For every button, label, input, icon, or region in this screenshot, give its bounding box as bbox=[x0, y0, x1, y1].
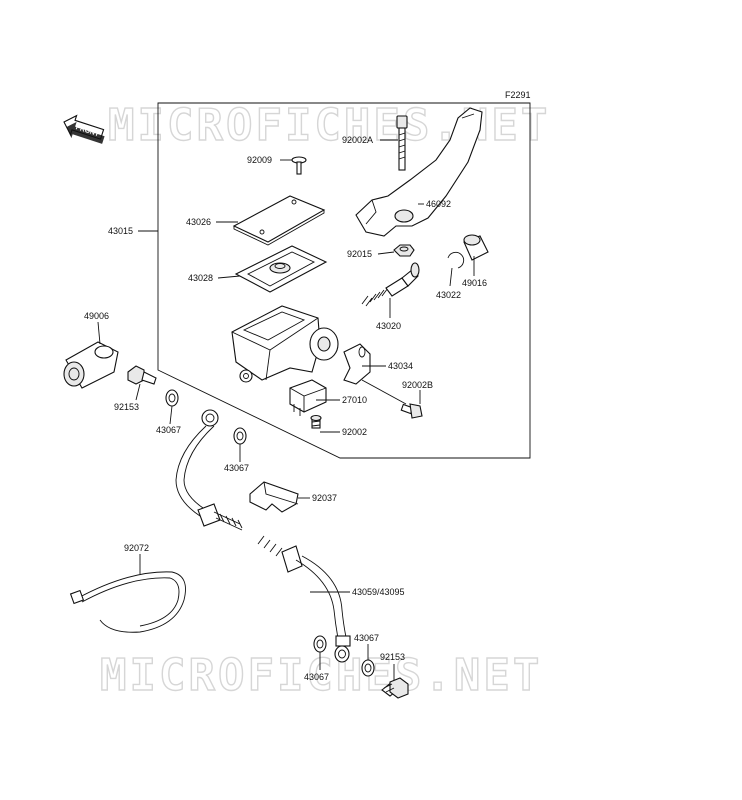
label-49006: 49006 bbox=[84, 311, 109, 321]
brake-hose-lower bbox=[257, 535, 351, 663]
boot-49016 bbox=[463, 234, 489, 261]
front-arrow-icon: FRONT bbox=[63, 114, 105, 144]
label-43020: 43020 bbox=[376, 321, 401, 331]
bolt-92002A bbox=[396, 115, 408, 171]
label-43015: 43015 bbox=[108, 226, 133, 236]
diaphragm-43028 bbox=[234, 245, 328, 293]
clamp-43034 bbox=[343, 343, 371, 385]
label-27010: 27010 bbox=[342, 395, 367, 405]
label-49016: 49016 bbox=[462, 278, 487, 288]
label-43022: 43022 bbox=[436, 290, 461, 300]
label-43034: 43034 bbox=[388, 361, 413, 371]
cable-tie-92072 bbox=[69, 571, 186, 633]
nut-92015 bbox=[393, 244, 415, 257]
washer-43067-a bbox=[165, 389, 179, 407]
label-92002A: 92002A bbox=[342, 135, 373, 145]
label-43067-d: 43067 bbox=[304, 672, 329, 682]
washer-43067-b bbox=[233, 427, 247, 445]
label-92072: 92072 bbox=[124, 543, 149, 553]
washer-43067-d bbox=[361, 659, 375, 677]
piston-spring-43020 bbox=[361, 262, 420, 307]
brake-lever-46092 bbox=[355, 107, 483, 237]
master-cylinder-body bbox=[231, 305, 339, 383]
label-43028: 43028 bbox=[188, 273, 213, 283]
brake-hose-upper bbox=[175, 409, 243, 531]
label-43026: 43026 bbox=[186, 217, 211, 227]
watermark-top: MICROFICHES.NET bbox=[108, 100, 550, 151]
label-92153-lower: 92153 bbox=[380, 652, 405, 662]
diagram-code: F2291 bbox=[505, 90, 531, 100]
switch-27010 bbox=[289, 379, 327, 416]
banjo-bolt-92153-lower bbox=[381, 677, 409, 699]
label-92037: 92037 bbox=[312, 493, 337, 503]
boot-49006 bbox=[63, 341, 119, 389]
label-92015: 92015 bbox=[347, 249, 372, 259]
banjo-bolt-92153-upper bbox=[127, 365, 157, 385]
label-92009: 92009 bbox=[247, 155, 272, 165]
reservoir-cover-43026 bbox=[232, 195, 326, 246]
circlip-43022 bbox=[447, 251, 465, 269]
screw-92002 bbox=[310, 414, 322, 429]
screw-92009 bbox=[291, 156, 307, 175]
washer-43067-c bbox=[313, 635, 327, 653]
label-43067-b: 43067 bbox=[224, 463, 249, 473]
label-43067-c: 43067 bbox=[354, 633, 379, 643]
label-92002: 92002 bbox=[342, 427, 367, 437]
bolt-92002B bbox=[400, 403, 423, 419]
clip-92037 bbox=[249, 481, 299, 513]
label-43059-43095: 43059/43095 bbox=[352, 587, 405, 597]
label-92002B: 92002B bbox=[402, 380, 433, 390]
label-43067-a: 43067 bbox=[156, 425, 181, 435]
label-46092: 46092 bbox=[426, 199, 451, 209]
label-92153-upper: 92153 bbox=[114, 402, 139, 412]
leader-lines bbox=[97, 139, 475, 680]
assembly-outline bbox=[157, 102, 531, 459]
